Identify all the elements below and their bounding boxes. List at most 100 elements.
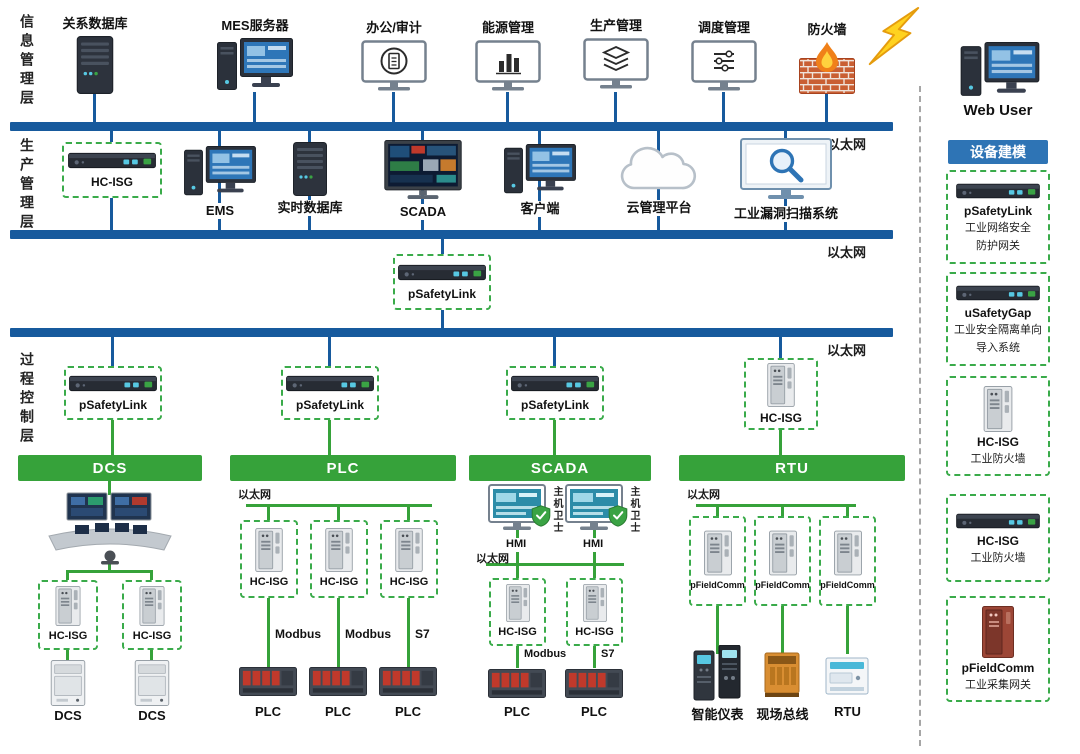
dcs-cabinet-icon [134, 660, 170, 706]
sliders-monitor-icon [691, 40, 757, 94]
device-label-rtu: RTU [834, 704, 861, 719]
ethernet-bar-information [10, 122, 893, 131]
sidebar-item-desc: 工业采集网关 [965, 678, 1031, 691]
device-label-dcs-2: DCS [138, 708, 166, 723]
node-label: MES服务器 [218, 18, 292, 35]
cloud-icon [616, 142, 702, 196]
gateway-psafetylink-scada: pSafetyLink [506, 366, 604, 420]
sidebar-item-pfieldcomm: pFieldComm 工业采集网关 [946, 596, 1050, 702]
connector [267, 504, 270, 522]
gateway-pfieldcomm-2: pFieldComm [754, 516, 811, 606]
node-scada-server: SCADA [383, 140, 463, 221]
node-label: 防火墙 [804, 22, 850, 39]
din-device-icon [769, 530, 797, 576]
din-device-icon [139, 586, 165, 626]
firewall-icon [799, 42, 855, 94]
connector [614, 92, 617, 124]
din-device-icon [983, 386, 1013, 432]
chart-monitor-icon [475, 40, 541, 94]
rack-device-icon [286, 373, 374, 394]
connector [553, 420, 556, 456]
firewall-label: HC-ISG [48, 630, 88, 643]
device-label-plc-4: PLC [504, 704, 530, 719]
layer-label-information: 信息管理层 [19, 14, 35, 109]
din-device-icon [395, 528, 423, 572]
gateway-label: pSafetyLink [78, 398, 147, 412]
firewall-hc-isg-plc-2: HC-ISG [310, 520, 368, 598]
scada-screen-icon [384, 140, 462, 200]
connector [337, 596, 340, 668]
firewall-hc-isg-plc-3: HC-ISG [380, 520, 438, 598]
firewall-label: HC-ISG [498, 626, 537, 639]
din-device-icon [55, 586, 81, 626]
node-vuln-scanner: 工业漏洞扫描系统 [731, 138, 842, 223]
sidebar-item-desc: 导入系统 [976, 341, 1020, 354]
firewall-label: HC-ISG [575, 626, 614, 639]
layers-monitor-icon [583, 38, 649, 92]
firewall-label: HC-ISG [389, 576, 429, 589]
sidebar-item-hc-isg-2: HC-ISG 工业防火墙 [946, 494, 1050, 582]
node-label: 客户端 [517, 201, 563, 218]
rack-device-icon [68, 150, 156, 171]
gateway-label: pFieldComm [820, 580, 875, 591]
smart-meter-icon [693, 645, 741, 701]
server-tower-icon [293, 142, 327, 196]
connector [253, 92, 256, 124]
zone-header-dcs: DCS [18, 455, 202, 481]
lightning-icon [862, 6, 924, 68]
zone-header-rtu: RTU [679, 455, 905, 481]
connector [781, 504, 784, 518]
gateway-psafetylink-core: pSafetyLink [393, 254, 491, 310]
connector [150, 570, 153, 582]
connector [108, 481, 111, 495]
hmi-label: HMI [503, 538, 530, 552]
firewall-hc-isg-scada-2: HC-ISG [566, 578, 623, 646]
firewall-hc-isg-dcs-1: HC-ISG [38, 580, 98, 650]
connector [328, 420, 331, 456]
zone-ethernet-label-scada: 以太网 [476, 553, 509, 565]
connector [66, 646, 69, 662]
din-device-icon [505, 584, 531, 622]
connector [486, 563, 624, 566]
plc-device-icon [565, 668, 623, 699]
connector [66, 570, 69, 582]
node-label: 工业漏洞扫描系统 [731, 206, 842, 223]
gateway-hc-isg-production: HC-ISG [62, 142, 162, 198]
gateway-label: pSafetyLink [407, 287, 476, 301]
connector [781, 606, 784, 654]
gateway-label: pFieldComm [755, 580, 810, 591]
device-modeling-header: 设备建模 [948, 140, 1048, 164]
plc-device-icon [239, 666, 297, 697]
firewall-hc-isg-scada-1: HC-ISG [489, 578, 546, 646]
node-production-mgmt: 生产管理 [574, 18, 658, 92]
rack-device-icon [955, 511, 1041, 531]
gateway-label: pSafetyLink [295, 398, 364, 412]
connector [516, 563, 519, 578]
node-realtime-db: 实时数据库 [270, 142, 350, 217]
gateway-hc-isg-rtu: HC-ISG [744, 358, 818, 430]
sidebar-item-name: pFieldComm [961, 660, 1035, 675]
fieldbus-device-icon [762, 652, 802, 698]
layer-label-production: 生产管理层 [19, 138, 35, 233]
plc-device-icon [488, 668, 546, 699]
protocol-label-modbus: Modbus [522, 648, 569, 660]
gateway-pfieldcomm-3: pFieldComm [819, 516, 876, 606]
rack-device-icon [955, 283, 1041, 303]
din-device-icon [325, 528, 353, 572]
node-cloud-platform: 云管理平台 [616, 142, 702, 217]
node-label: 实时数据库 [274, 200, 346, 217]
sidebar-item-name: uSafetyGap [964, 305, 1032, 320]
gateway-label: HC-ISG [91, 175, 133, 189]
rack-device-icon [955, 181, 1041, 201]
web-user-computer-icon [960, 42, 1040, 100]
protocol-label-modbus: Modbus [273, 627, 323, 641]
rtu-device-icon [825, 656, 869, 696]
connector [696, 504, 856, 507]
device-label-dcs-1: DCS [54, 708, 82, 723]
device-label-plc-2: PLC [325, 704, 351, 719]
sidebar-item-name: HC-ISG [977, 533, 1019, 548]
connector [716, 606, 719, 654]
connector [846, 504, 849, 518]
layer-label-process: 过程控制层 [19, 352, 35, 447]
